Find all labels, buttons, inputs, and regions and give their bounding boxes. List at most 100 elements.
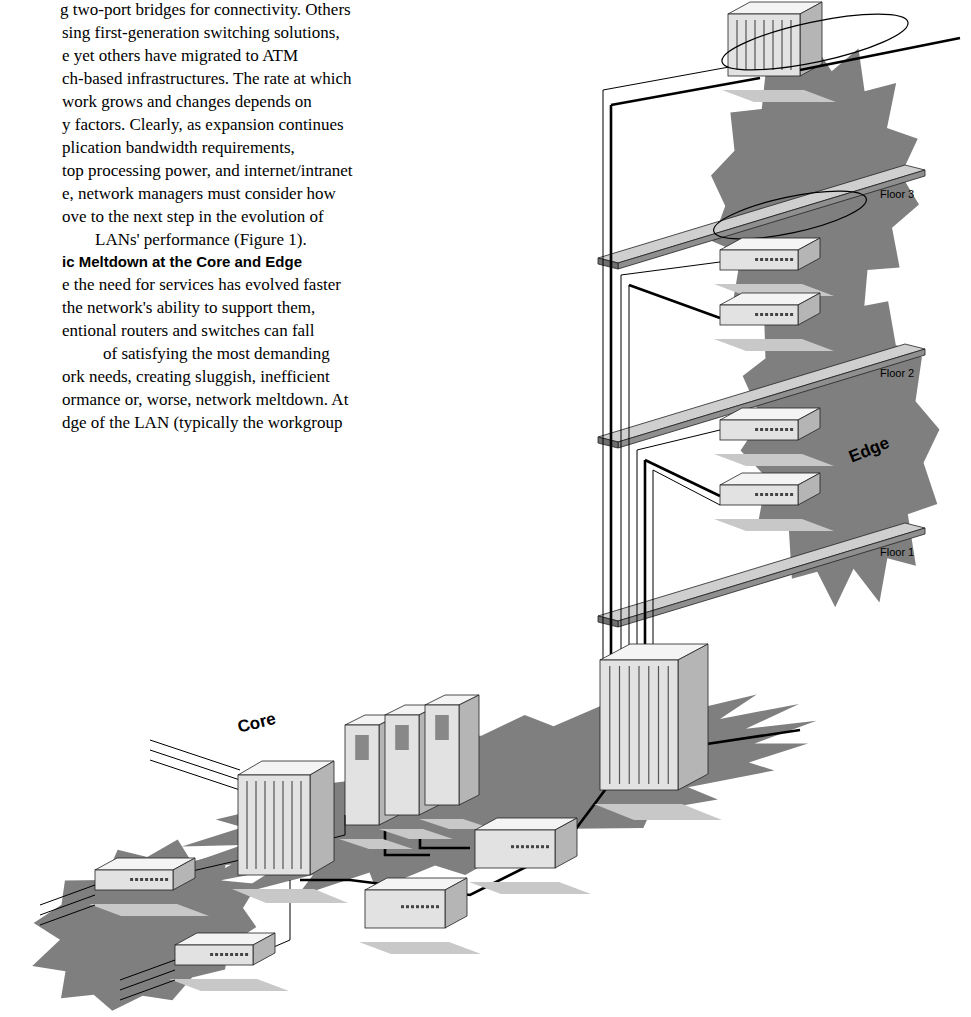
port bbox=[760, 258, 763, 261]
shadow bbox=[722, 90, 836, 102]
slot-line bbox=[763, 20, 764, 70]
port bbox=[210, 953, 213, 956]
port bbox=[755, 428, 758, 431]
port bbox=[790, 313, 793, 316]
cable bbox=[645, 460, 720, 496]
port bbox=[760, 428, 763, 431]
switch bbox=[469, 818, 591, 894]
body-text-line: y factors. Clearly, as expansion continu… bbox=[62, 114, 344, 136]
port bbox=[775, 493, 778, 496]
front-face bbox=[238, 775, 310, 875]
chassis bbox=[594, 644, 722, 820]
port bbox=[755, 258, 758, 261]
server bbox=[419, 695, 493, 829]
port bbox=[426, 905, 429, 908]
port bbox=[785, 493, 788, 496]
floor-slab bbox=[598, 344, 925, 442]
port bbox=[765, 493, 768, 496]
port bbox=[436, 905, 439, 908]
slot-line bbox=[246, 781, 247, 869]
side-face bbox=[459, 695, 479, 805]
port bbox=[165, 878, 168, 881]
front-face bbox=[475, 830, 555, 868]
side-face bbox=[173, 858, 195, 890]
drive-bay bbox=[435, 715, 449, 740]
cable bbox=[800, 38, 960, 70]
port bbox=[790, 428, 793, 431]
port bbox=[770, 428, 773, 431]
body-text-line: e, network managers must consider how bbox=[62, 183, 336, 205]
port bbox=[160, 878, 163, 881]
port bbox=[406, 905, 409, 908]
cable bbox=[629, 285, 720, 318]
slot-line bbox=[619, 666, 620, 784]
riser-cable bbox=[603, 90, 604, 665]
port bbox=[755, 493, 758, 496]
body-text-line: ove to the next step in the evolution of bbox=[62, 206, 324, 228]
body-text-line: ch-based infrastructures. The rate at wh… bbox=[62, 68, 352, 90]
switch bbox=[359, 878, 481, 954]
port bbox=[541, 845, 544, 848]
body-text-line: work grows and changes depends on bbox=[62, 91, 312, 113]
port bbox=[780, 493, 783, 496]
port bbox=[220, 953, 223, 956]
body-text-line: the network's ability to support them, bbox=[62, 297, 315, 319]
slot-line bbox=[291, 781, 292, 869]
shadow bbox=[359, 942, 481, 954]
port bbox=[755, 313, 758, 316]
body-text-line: ormance or, worse, network meltdown. At bbox=[62, 389, 348, 411]
floor-slab-edge bbox=[618, 528, 925, 627]
slot-line bbox=[629, 666, 630, 784]
cable bbox=[150, 760, 240, 790]
front-face bbox=[345, 725, 379, 825]
front-face bbox=[365, 890, 445, 928]
shadow bbox=[169, 979, 289, 991]
port bbox=[765, 313, 768, 316]
body-text-line: e the need for services has evolved fast… bbox=[62, 274, 341, 296]
slot-line bbox=[772, 20, 773, 70]
side-face bbox=[555, 818, 577, 868]
shadow bbox=[714, 339, 834, 351]
riser-cable bbox=[610, 105, 613, 668]
port bbox=[536, 845, 539, 848]
slot-line bbox=[300, 781, 301, 869]
slot-line bbox=[264, 781, 265, 869]
front-face bbox=[95, 870, 173, 890]
switch bbox=[714, 293, 834, 351]
floor-label: Floor 1 bbox=[880, 546, 914, 559]
port bbox=[416, 905, 419, 908]
shadow bbox=[379, 829, 453, 839]
port bbox=[516, 845, 519, 848]
port bbox=[785, 313, 788, 316]
shadow bbox=[714, 519, 834, 531]
cable bbox=[637, 430, 720, 450]
side-face bbox=[445, 878, 467, 928]
cable bbox=[40, 905, 95, 925]
cable bbox=[653, 470, 720, 505]
port bbox=[401, 905, 404, 908]
cable bbox=[700, 730, 800, 745]
body-text-line: plication bandwidth requirements, bbox=[62, 137, 295, 159]
front-face bbox=[720, 250, 798, 270]
floor-label: Floor 2 bbox=[880, 367, 914, 380]
front-face bbox=[385, 715, 419, 815]
chassis bbox=[232, 761, 348, 903]
body-text-line: dge of the LAN (typically the workgroup bbox=[62, 412, 342, 434]
port bbox=[135, 878, 138, 881]
side-face bbox=[310, 761, 334, 875]
port bbox=[780, 258, 783, 261]
body-text-line: g two-port bridges for connectivity. Oth… bbox=[60, 0, 351, 21]
port bbox=[431, 905, 434, 908]
riser-cable bbox=[637, 450, 638, 674]
cable bbox=[40, 895, 95, 915]
edge-region bbox=[711, 42, 919, 338]
body-text-line: sing first-generation switching solution… bbox=[62, 22, 340, 44]
port bbox=[770, 258, 773, 261]
slot-line bbox=[781, 20, 782, 70]
cable bbox=[621, 262, 720, 275]
port bbox=[225, 953, 228, 956]
drive-bay bbox=[395, 725, 409, 750]
port bbox=[140, 878, 143, 881]
port bbox=[765, 258, 768, 261]
